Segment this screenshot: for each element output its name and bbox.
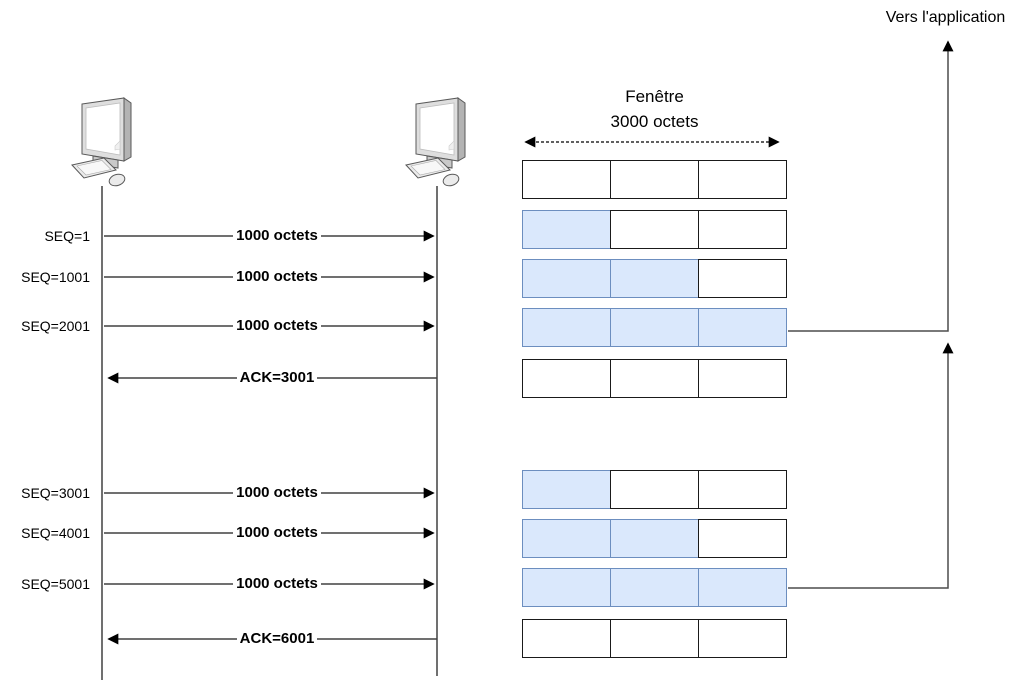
window-title-line1: Fenêtre [625, 87, 684, 106]
seq-label-1001: SEQ=1001 [21, 269, 90, 285]
buffer-cell-empty [697, 470, 787, 509]
buffer-cell-empty [522, 619, 612, 658]
desktop-computer-icon [405, 97, 466, 189]
buffer-cell-empty [697, 259, 787, 298]
buffer-row [522, 359, 787, 398]
buffer-cell-empty [697, 519, 787, 558]
buffer-row [522, 210, 787, 249]
to-application-label: Vers l'application [885, 9, 1006, 26]
seq-label-1: SEQ=1 [44, 228, 90, 244]
seq-label-4001: SEQ=4001 [21, 525, 90, 541]
buffer-cell-filled [609, 568, 700, 607]
buffer-row [522, 519, 787, 558]
buffer-cell-filled [522, 470, 612, 509]
buffer-cell-filled [697, 568, 787, 607]
buffer-cell-empty [697, 619, 787, 658]
buffer-cell-filled [522, 210, 612, 249]
buffer-cell-filled [697, 308, 787, 347]
buffer-cell-filled [522, 308, 612, 347]
buffer-row [522, 259, 787, 298]
buffer-cell-empty [697, 210, 787, 249]
buffer-row [522, 619, 787, 658]
seq-label-5001: SEQ=5001 [21, 576, 90, 592]
segment-size-label: 1000 octets [177, 225, 377, 247]
segment-size-label: 1000 octets [177, 266, 377, 288]
buffer-cell-empty [522, 160, 612, 199]
buffer-cell-empty [522, 359, 612, 398]
buffer-cell-filled [522, 519, 612, 558]
buffer-cell-filled [609, 308, 700, 347]
ack-label: ACK=6001 [177, 628, 377, 650]
buffer-cell-empty [697, 359, 787, 398]
segment-size-label: 1000 octets [177, 573, 377, 595]
buffer-row [522, 308, 787, 347]
buffer-cell-empty [609, 470, 700, 509]
buffer-cell-empty [697, 160, 787, 199]
segment-size-label: 1000 octets [177, 482, 377, 504]
buffer-cell-filled [609, 259, 700, 298]
ack-label: ACK=3001 [177, 367, 377, 389]
buffer-cell-empty [609, 210, 700, 249]
buffer-cell-filled [609, 519, 700, 558]
seq-label-2001: SEQ=2001 [21, 318, 90, 334]
buffer-cell-empty [609, 619, 700, 658]
to-application-connector-2 [788, 342, 954, 589]
to-application-connector [788, 40, 954, 332]
buffer-cell-filled [522, 568, 612, 607]
buffer-cell-filled [522, 259, 612, 298]
buffer-row [522, 568, 787, 607]
buffer-row [522, 470, 787, 509]
buffer-cell-empty [609, 359, 700, 398]
segment-size-label: 1000 octets [177, 315, 377, 337]
window-title: Fenêtre 3000 octets [522, 84, 787, 134]
window-size-label: 3000 octets [610, 112, 699, 131]
desktop-computer-icon [71, 97, 132, 189]
buffer-cell-empty [609, 160, 700, 199]
seq-label-3001: SEQ=3001 [21, 485, 90, 501]
buffer-row [522, 160, 787, 199]
segment-size-label: 1000 octets [177, 522, 377, 544]
